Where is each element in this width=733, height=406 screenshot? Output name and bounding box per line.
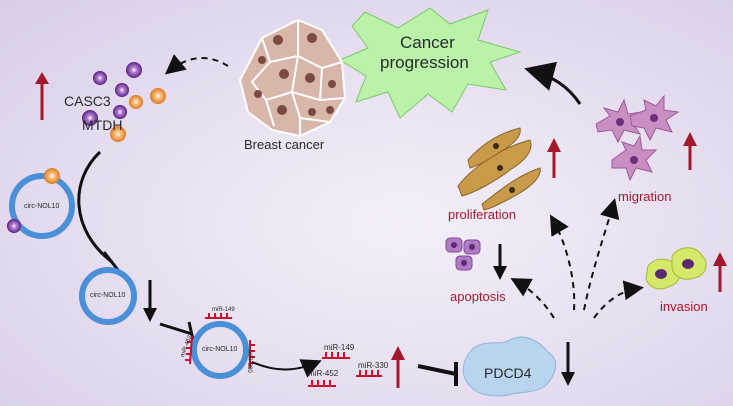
circ-nol10-bound (9, 173, 75, 239)
casc3-mtdh-molecules (82, 62, 166, 142)
circ-nol10-sponge (191, 321, 249, 379)
apoptosis-cells (445, 237, 481, 271)
casc3-label: CASC3 (64, 93, 111, 109)
circ-nol10-label-free: circ-NOL10 (90, 292, 126, 299)
pdcd4-shape (462, 336, 557, 397)
cancer-progression-label-1: Cancer (400, 33, 455, 52)
mir149-circ-label: miR-149 (212, 307, 235, 313)
invasion-cells (645, 247, 707, 290)
circ-nol10-label-sponge: circ-NOL10 (202, 346, 238, 353)
circ-nol10-label-bound: circ-NOL10 (24, 203, 60, 210)
proliferation-cells (457, 127, 541, 211)
mtdh-label: MTDH (82, 117, 123, 133)
circ-nol10-free (79, 267, 137, 325)
cancer-progression-burst (338, 7, 522, 119)
apoptosis-label: apoptosis (450, 289, 506, 304)
cancer-progression-label-2: progression (380, 53, 469, 72)
invasion-label: invasion (660, 299, 708, 314)
migration-cells (595, 94, 680, 182)
free-mirna-glyphs (308, 352, 382, 387)
mir452-free-label: miR-452 (308, 369, 339, 378)
mir330-circ-label: miR-330 (246, 350, 252, 373)
migration-label: migration (618, 189, 672, 204)
proliferation-label: proliferation (448, 207, 516, 222)
breast-cancer-cells (238, 18, 347, 138)
mir149-free-label: miR-149 (324, 343, 355, 352)
mir330-free-label: miR-330 (358, 361, 389, 370)
breast-cancer-label: Breast cancer (244, 137, 325, 152)
pdcd4-label: PDCD4 (484, 365, 532, 381)
